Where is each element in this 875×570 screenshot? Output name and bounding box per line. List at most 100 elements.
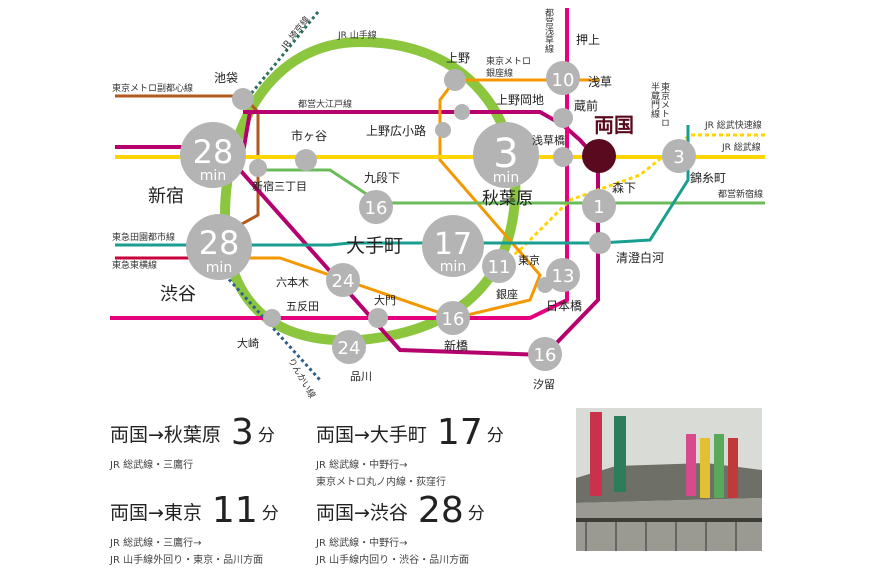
shinjuku-badge-num: 28 — [193, 133, 234, 171]
route-desc: JR 総武線・三鷹行→JR 山手線外回り・東京・品川方面 — [110, 538, 264, 566]
shiodome-badge-num: 16 — [534, 345, 557, 366]
nihonbashi-label: 日本橋 — [546, 299, 582, 313]
ueno-okachimachi-dot — [454, 104, 470, 120]
kinshicho-badge-num: 3 — [673, 147, 684, 168]
otemachi-label: 大手町 — [346, 235, 403, 257]
kinshicho-badge — [662, 139, 696, 173]
denentoshi-label: 東急田園都市線 — [112, 231, 175, 243]
sobu-label: JR 総武線 — [721, 141, 761, 153]
shibuya-badge-unit: min — [206, 260, 232, 276]
route-desc: JR 総武線・中野行→JR 山手線内回り・渋谷・品川方面 — [316, 538, 470, 566]
shinjuku-line — [255, 168, 765, 205]
asakusa-line-label: 都営浅草線 — [543, 8, 554, 53]
route-minutes: 28 — [417, 490, 464, 531]
ueno-dot — [444, 69, 466, 91]
toyoko-label: 東急東横線 — [112, 259, 157, 271]
akihabara-badge — [473, 122, 539, 188]
asakusabashi-dot — [553, 147, 573, 167]
yamanote-label: JR 山手線 — [337, 29, 377, 41]
ichigaya-label: 市ヶ谷 — [291, 128, 327, 143]
route-title: 両国→大手町 — [316, 424, 427, 446]
shibuya-label: 渋谷 — [160, 284, 196, 305]
gotanda-label: 五反田 — [286, 300, 319, 313]
roppongi-badge-num: 24 — [332, 271, 355, 292]
ryogoku-marker — [582, 139, 616, 173]
ginza-line-label-2: 銀座線 — [486, 67, 513, 79]
shinagawa-label: 品川 — [350, 370, 372, 383]
daimon-label: 大門 — [374, 293, 396, 307]
ryogoku-label: 両国 — [594, 113, 634, 137]
route-minutes: 17 — [436, 412, 483, 453]
ueno-hirokoji-label: 上野広小路 — [366, 123, 426, 138]
roppongi-label: 六本木 — [276, 275, 309, 289]
route-title: 両国→秋葉原 — [110, 424, 221, 446]
shinjuku-sanchome-label: 新宿三丁目 — [252, 179, 307, 193]
kokugikan-photo — [576, 408, 762, 551]
ueno-label: 上野 — [446, 51, 470, 65]
route-unit: 分 — [261, 504, 279, 524]
saikyo-label: JR 埼京線 — [278, 14, 312, 53]
rinkai-label: りんかい線 — [285, 356, 318, 401]
kuramae-label: 蔵前 — [574, 98, 598, 113]
route-unit: 分 — [257, 426, 275, 446]
shiodome-label: 汐留 — [533, 377, 555, 391]
shinagawa-badge-num: 24 — [338, 338, 361, 359]
shibuya-badge — [186, 214, 252, 280]
ginza-label: 銀座 — [496, 287, 518, 301]
otemachi-badge-num: 17 — [434, 227, 472, 262]
ikebukuro-label: 池袋 — [214, 71, 238, 85]
route-unit: 分 — [486, 426, 504, 446]
ueno-okachimachi-label: 上野岡地 — [496, 93, 544, 107]
sobu-rapid-line — [499, 133, 765, 267]
oshiage-label: 押上 — [576, 33, 600, 47]
kudanshita-badge — [359, 190, 393, 224]
kuramae-dot — [553, 108, 573, 128]
nihonbashi-badge-num: 13 — [552, 266, 575, 287]
kinshicho-label: 錦糸町 — [690, 170, 726, 185]
ueno-hirokoji-dot — [435, 122, 451, 138]
akihabara-badge-unit: min — [493, 170, 519, 186]
daimon-dot — [368, 308, 388, 328]
oedo-label: 都営大江戸線 — [298, 98, 352, 110]
sobu-rapid-label: JR 総武快速線 — [704, 119, 762, 131]
nihonbashi-badge — [546, 258, 580, 292]
route-unit: 分 — [467, 504, 485, 524]
asakusa-badge — [546, 61, 580, 95]
kudanshita-badge-num: 16 — [365, 198, 388, 219]
hanzomon-line-label: 半蔵門線 — [649, 81, 660, 118]
route-minutes: 3 — [230, 412, 254, 453]
shinjuku-badge — [180, 122, 246, 188]
otemachi-badge-unit: min — [440, 259, 466, 275]
route-minutes: 11 — [211, 490, 258, 531]
shiodome-badge — [528, 337, 562, 371]
fukutoshin-label: 東京メトロ副都心線 — [112, 82, 193, 94]
morishita-badge — [582, 189, 616, 223]
shibuya-badge-num: 28 — [199, 224, 240, 262]
ikebukuro-dot — [232, 88, 254, 110]
shinjuku-sanchome-dot — [249, 159, 267, 177]
tokyo-badge — [482, 249, 516, 283]
morishita-label: 森下 — [612, 180, 636, 195]
ginza-line-label: 東京メトロ — [486, 55, 531, 67]
route-desc: JR 総武線・中野行→東京メトロ丸ノ内線・荻窪行 — [316, 460, 446, 488]
roppongi-badge — [326, 263, 360, 297]
osaki-label: 大崎 — [237, 336, 259, 350]
morishita-badge-num: 1 — [593, 197, 604, 218]
tokyo-badge-num: 11 — [488, 257, 511, 278]
gotanda-dot — [263, 309, 281, 327]
ichigaya-dot — [295, 149, 317, 171]
otemachi-badge — [422, 215, 484, 277]
kiyosumi-dot — [589, 232, 611, 254]
route-desc: JR 総武線・三鷹行 — [110, 460, 194, 471]
route-title: 両国→渋谷 — [316, 502, 408, 524]
shimbashi-badge-num: 16 — [442, 309, 465, 330]
shinjuku-line-label: 都営新宿線 — [718, 188, 763, 200]
tokyo-label: 東京 — [518, 253, 540, 267]
akihabara-label: 秋葉原 — [482, 189, 533, 209]
route-title: 両国→東京 — [110, 502, 202, 524]
